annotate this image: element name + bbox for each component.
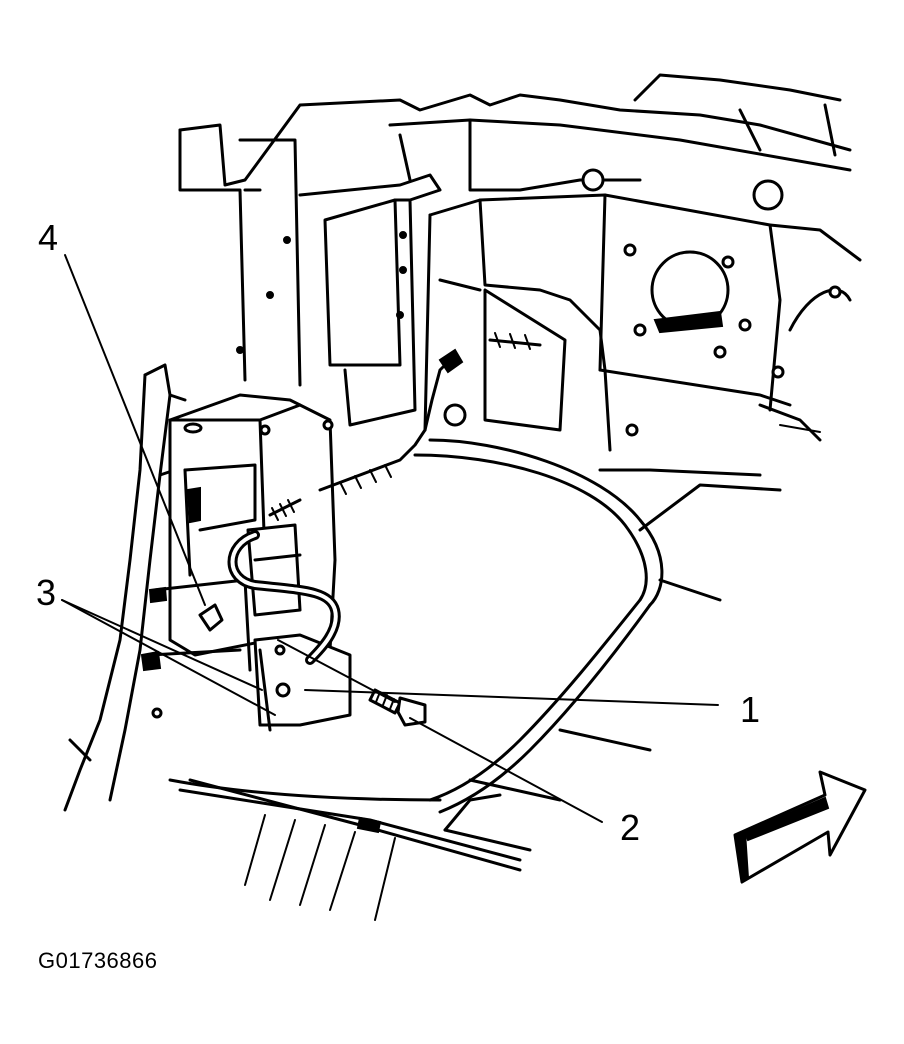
- callout-4: 4: [38, 217, 58, 258]
- forward-arrow-icon: [733, 770, 867, 884]
- pillar: [63, 363, 187, 812]
- leader-lines: [61, 254, 719, 823]
- body-panel: [178, 73, 862, 814]
- callout-2: 2: [620, 807, 640, 848]
- floor-rail: [168, 778, 532, 921]
- callout-1: 1: [740, 689, 760, 730]
- callout-3: 3: [36, 572, 56, 613]
- sensor-bracket: [140, 393, 352, 732]
- bolt: [368, 688, 427, 727]
- figure-id: G01736866: [38, 948, 158, 973]
- wiring-harness: [227, 332, 542, 665]
